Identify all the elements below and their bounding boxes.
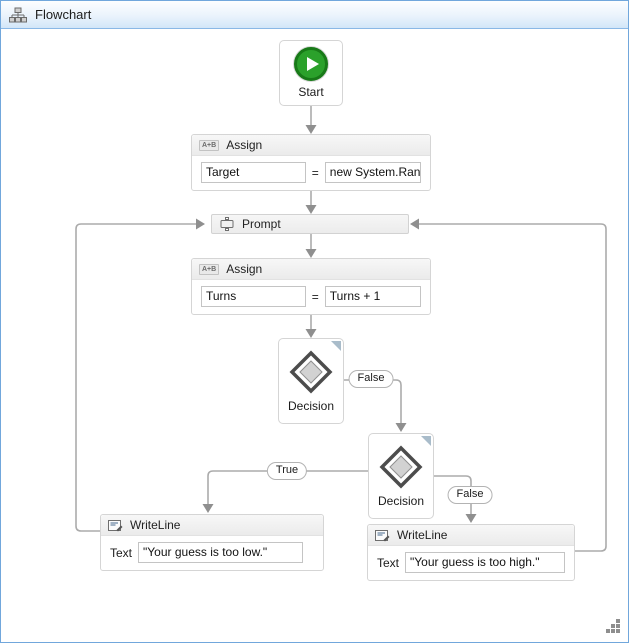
writeline-activity-high[interactable]: WriteLine Text "Your guess is too high." <box>367 524 575 581</box>
connector-loop-left-to-prompt[interactable] <box>75 223 196 532</box>
arrowhead-down-icon <box>395 423 407 432</box>
assign-activity-turns[interactable]: A+B Assign Turns = Turns + 1 <box>191 258 431 315</box>
decision-node-first[interactable]: Decision <box>278 338 344 424</box>
arrowhead-left-icon <box>410 218 419 230</box>
text-field-label: Text <box>377 555 400 570</box>
writeline-activity-low[interactable]: WriteLine Text "Your guess is too low." <box>100 514 324 571</box>
prompt-activity[interactable]: Prompt <box>211 214 409 234</box>
decision-label: Decision <box>377 494 425 508</box>
diamond-icon <box>379 445 423 489</box>
collapse-corner-icon[interactable] <box>330 340 342 352</box>
arrowhead-down-icon <box>202 504 214 513</box>
arrowhead-down-icon <box>305 205 317 214</box>
assign-to-input[interactable]: Turns <box>201 286 306 307</box>
arrowhead-down-icon <box>305 249 317 258</box>
text-field-label: Text <box>110 545 133 560</box>
assign-activity-target[interactable]: A+B Assign Target = new System.Random <box>191 134 431 191</box>
decision-node-second[interactable]: Decision <box>368 433 434 519</box>
writeline-text-input[interactable]: "Your guess is too low." <box>138 542 304 563</box>
assign-title: Assign <box>226 262 263 276</box>
writeline-text-input[interactable]: "Your guess is too high." <box>405 552 565 573</box>
assign-header: A+B Assign <box>192 135 430 156</box>
console-write-icon <box>375 529 390 541</box>
assign-body: Target = new System.Random <box>192 156 430 189</box>
writeline-header: WriteLine <box>101 515 323 536</box>
play-icon <box>294 47 328 81</box>
writeline-header: WriteLine <box>368 525 574 546</box>
equals-sign: = <box>311 165 319 180</box>
connector-loop-right-to-prompt[interactable] <box>419 223 607 552</box>
activity-icon <box>220 217 234 231</box>
arrowhead-right-icon <box>196 218 205 230</box>
resize-grip-icon[interactable] <box>606 619 621 634</box>
assign-title: Assign <box>226 138 263 152</box>
a-plus-b-icon: A+B <box>199 263 220 275</box>
assign-to-input[interactable]: Target <box>201 162 306 183</box>
branch-label-false[interactable]: False <box>348 370 394 388</box>
writeline-title: WriteLine <box>397 528 448 542</box>
a-plus-b-icon: A+B <box>199 139 220 151</box>
play-triangle <box>306 57 319 71</box>
decision-label: Decision <box>287 399 335 413</box>
arrowhead-down-icon <box>305 125 317 134</box>
designer-title: Flowchart <box>35 7 92 22</box>
start-node[interactable]: Start <box>279 40 343 106</box>
console-write-icon <box>108 519 123 531</box>
branch-label-false[interactable]: False <box>447 486 493 504</box>
diamond-icon <box>289 350 333 394</box>
assign-value-input[interactable]: Turns + 1 <box>324 286 421 307</box>
assign-header: A+B Assign <box>192 259 430 280</box>
branch-label-true[interactable]: True <box>266 462 308 480</box>
assign-value-input[interactable]: new System.Random <box>324 162 421 183</box>
flowchart-icon <box>9 7 27 22</box>
collapse-corner-icon[interactable] <box>420 435 432 447</box>
writeline-title: WriteLine <box>130 518 181 532</box>
writeline-body: Text "Your guess is too high." <box>368 546 574 579</box>
equals-sign: = <box>311 289 319 304</box>
assign-body: Turns = Turns + 1 <box>192 280 430 313</box>
flowchart-header-bar[interactable]: Flowchart <box>1 1 628 29</box>
start-label: Start <box>298 85 324 99</box>
prompt-title: Prompt <box>242 217 281 231</box>
writeline-body: Text "Your guess is too low." <box>101 536 323 569</box>
arrowhead-down-icon <box>465 514 477 523</box>
arrowhead-down-icon <box>305 329 317 338</box>
